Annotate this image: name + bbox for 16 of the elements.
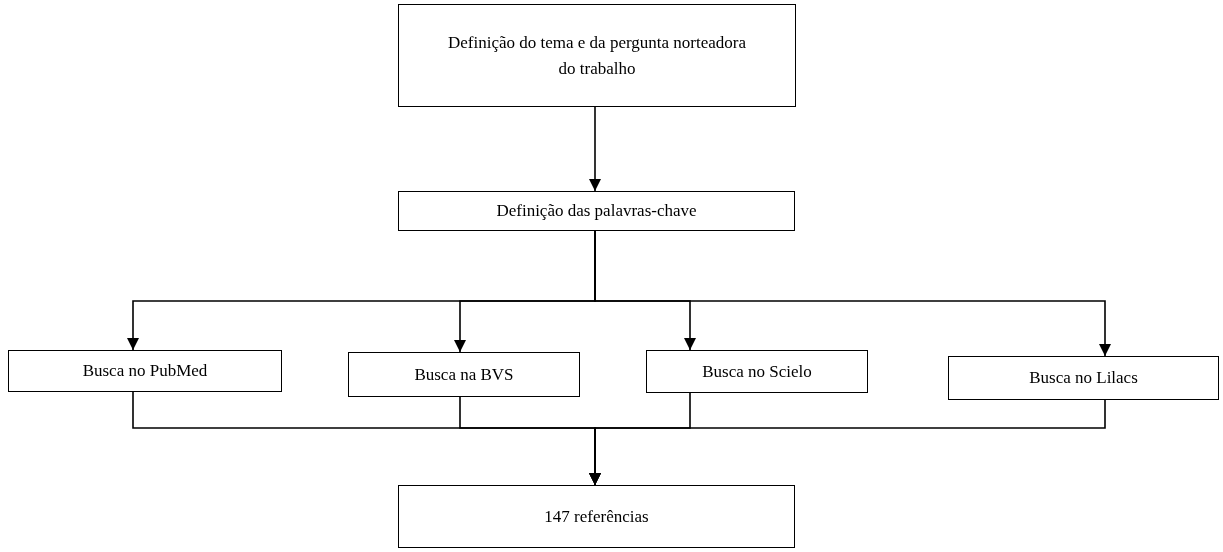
process-box	[398, 485, 795, 548]
box-label: Busca no PubMed	[82, 360, 208, 383]
process-box	[398, 191, 795, 231]
process-box	[646, 350, 868, 393]
box-label: 147 referências	[544, 505, 649, 528]
arrow	[589, 106, 601, 192]
process-box	[398, 4, 796, 107]
arrow	[589, 399, 1106, 486]
box-label: Busca na BVS	[414, 363, 514, 386]
box-label: Definição das palavras-chave	[496, 200, 697, 223]
process-box	[8, 350, 282, 392]
box-label: Busca no Lilacs	[1029, 367, 1138, 390]
process-box	[348, 352, 580, 397]
box-label: Definição do tema e da pergunta norteadora do trabalho	[447, 32, 747, 80]
process-box	[948, 356, 1219, 400]
box-label: Busca no Scielo	[702, 360, 812, 383]
